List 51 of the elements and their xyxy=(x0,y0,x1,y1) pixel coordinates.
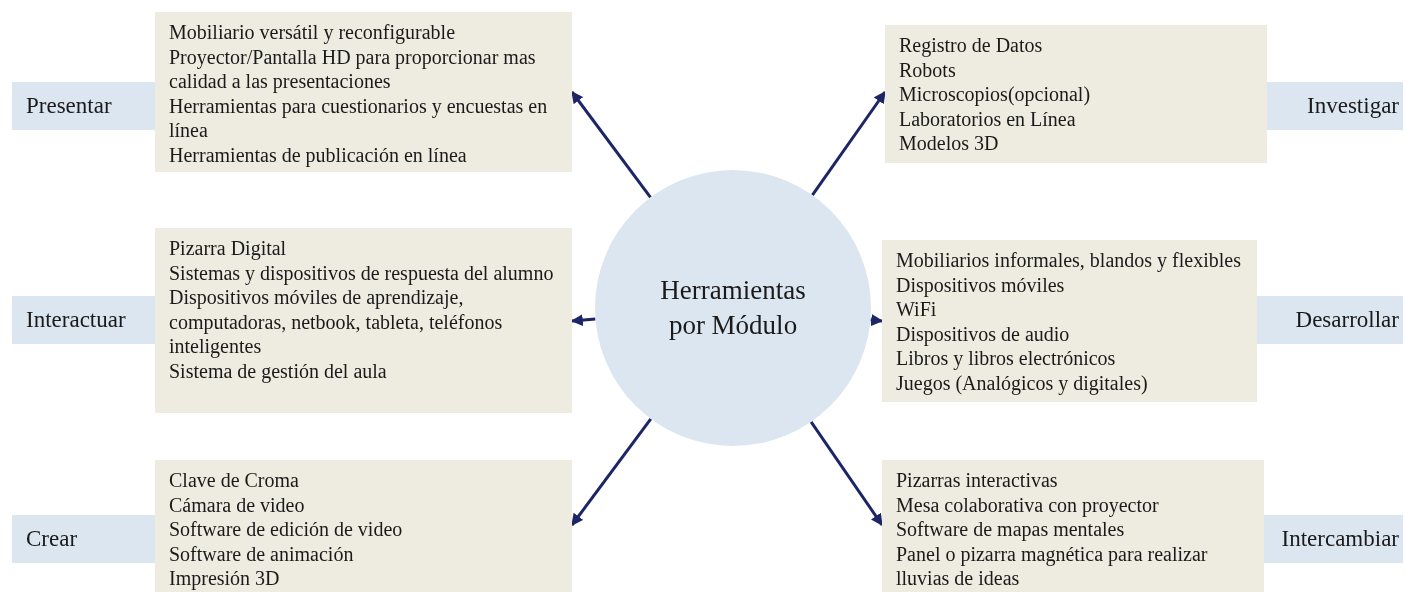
tool-list-box xyxy=(882,460,1264,592)
list-item: Mesa colaborativa con proyector xyxy=(896,492,1160,517)
list-item: Impresión 3D xyxy=(169,566,281,591)
arrow xyxy=(870,314,884,327)
list-item: Pizarra Digital xyxy=(169,236,288,261)
list-item: Pizarras interactivas xyxy=(896,468,1059,493)
list-item: Software de edición de video xyxy=(169,517,404,542)
list-item: Mobiliario versátil y reconfigurable xyxy=(169,20,456,45)
list-item: Registro de Datos xyxy=(899,33,1044,58)
arrow xyxy=(809,420,884,526)
list-item: Herramientas de publicación en línea xyxy=(169,142,468,167)
list-item: Sistemas y dispositivos de respuesta del alumno xyxy=(169,260,555,285)
arrow xyxy=(811,91,887,196)
list-item: Proyector/Pantalla HD para proporcionar mas calidad a las presentaciones xyxy=(169,44,537,94)
label-band xyxy=(12,82,155,130)
tool-list-box xyxy=(885,25,1267,163)
list-item: Microscopios(opcional) xyxy=(899,82,1092,107)
list-item: Juegos (Analógicos y digitales) xyxy=(896,370,1149,395)
tool-list-box xyxy=(155,228,572,413)
label-band xyxy=(1257,296,1403,344)
label-band xyxy=(12,515,155,563)
label-band xyxy=(12,296,155,344)
list-item: Software de mapas mentales xyxy=(896,517,1126,542)
list-item: Herramientas para cuestionarios y encuestas en línea xyxy=(169,93,549,143)
tool-list-box xyxy=(155,12,572,172)
category-label: Investigar xyxy=(1307,93,1399,119)
category-label: Intercambiar xyxy=(1281,526,1399,552)
list-item: Laboratorios en Línea xyxy=(899,106,1077,131)
list-item: Dispositivos móviles xyxy=(896,272,1066,297)
category-label: Desarrollar xyxy=(1295,307,1399,333)
label-band xyxy=(1264,515,1403,563)
category-label: Interactuar xyxy=(26,307,126,333)
list-item: Panel o pizarra magnética para realizar lluvias de ideas xyxy=(896,541,1209,591)
list-item: Dispositivos móviles de aprendizaje, computadoras, netbook, tableta, teléfonos inteligentes xyxy=(169,285,504,359)
list-item: Modelos 3D xyxy=(899,131,1000,156)
list-item: WiFi xyxy=(896,297,938,322)
category-label: Crear xyxy=(26,526,78,552)
tool-list-box xyxy=(882,240,1257,402)
list-item: Libros y libros electrónicos xyxy=(896,346,1117,371)
label-band xyxy=(1267,82,1403,130)
list-item: Sistema de gestión del aula xyxy=(169,358,388,383)
list-item: Dispositivos de audio xyxy=(896,321,1071,346)
list-item: Mobiliarios informales, blandos y flexibles xyxy=(896,248,1242,273)
list-item: Clave de Croma xyxy=(169,468,300,493)
center-title: Herramientas por Módulo xyxy=(659,274,807,342)
list-item: Robots xyxy=(899,57,957,82)
center-circle xyxy=(595,170,871,446)
category-label: Presentar xyxy=(26,93,112,119)
list-item: Cámara de video xyxy=(169,492,306,517)
list-item: Software de animación xyxy=(169,541,355,566)
tool-list-box xyxy=(155,460,572,592)
